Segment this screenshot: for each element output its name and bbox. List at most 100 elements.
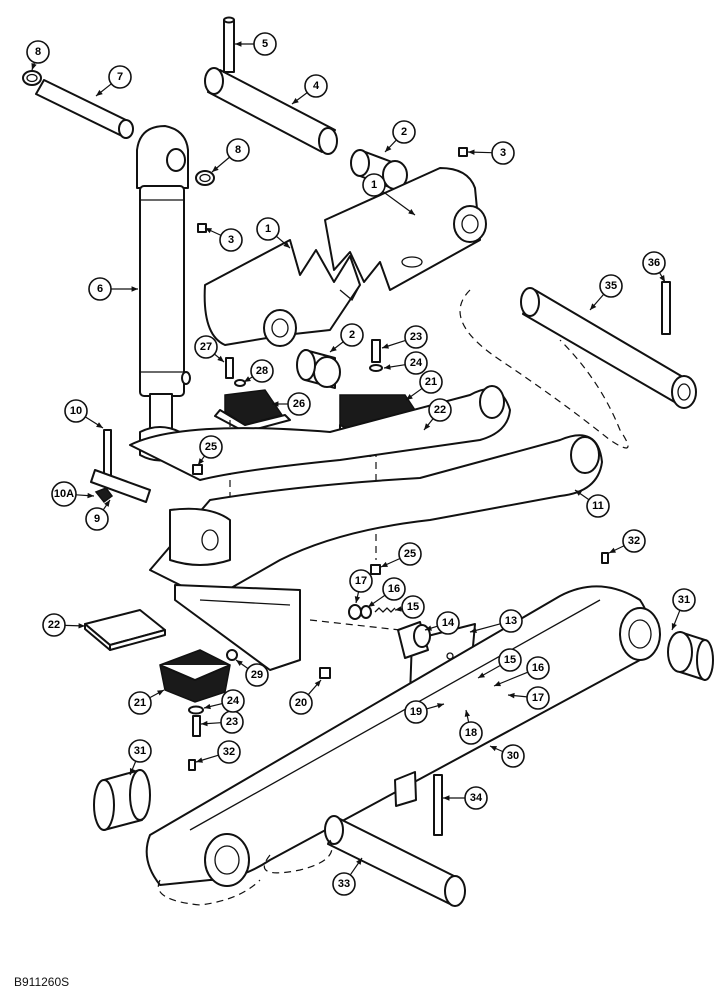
- leader-arrowhead: [354, 596, 361, 603]
- callout-15: 15: [477, 648, 522, 679]
- callout-number: 16: [388, 583, 400, 595]
- callout-circle: [250, 359, 274, 383]
- callout-layer: 11223345678891010A1113141515161617171819…: [26, 32, 696, 896]
- roll-pin-34: [433, 774, 443, 836]
- fitting-29: [226, 649, 238, 661]
- callout-4: 4: [291, 74, 328, 105]
- callout-circle: [419, 370, 443, 394]
- callout-number: 10: [70, 405, 82, 417]
- callout-number: 27: [200, 341, 212, 353]
- callout-circle: [464, 786, 488, 810]
- callout-number: 10A: [54, 488, 74, 500]
- leader-arrowhead: [470, 627, 477, 633]
- callout-21: 21: [128, 689, 165, 715]
- callout-9: 9: [85, 499, 111, 531]
- callout-circle: [108, 65, 132, 89]
- bushing-31-left: [93, 769, 151, 831]
- callout-17: 17: [507, 686, 550, 710]
- leader-arrowhead: [464, 710, 471, 717]
- callout-30: 30: [489, 744, 525, 768]
- leader-arrowhead: [425, 625, 432, 631]
- pin-7: [35, 79, 134, 139]
- roll-pin-36: [661, 281, 671, 335]
- callout-21: 21: [405, 370, 443, 401]
- callout-circle: [491, 141, 515, 165]
- callout-circle: [88, 277, 112, 301]
- callout-number: 24: [227, 695, 240, 707]
- leader-arrowhead: [212, 165, 219, 172]
- callout-19: 19: [404, 700, 445, 724]
- callout-6: 6: [88, 277, 138, 301]
- callout-1: 1: [256, 217, 291, 249]
- callout-circle: [199, 435, 223, 459]
- callout-number: 8: [235, 144, 241, 156]
- leader-arrowhead: [356, 858, 362, 865]
- callout-number: 21: [425, 376, 437, 388]
- washer-24-upper: [369, 364, 383, 372]
- leader-arrowhead: [590, 303, 597, 310]
- callout-1: 1: [362, 173, 416, 216]
- callout-number: 1: [371, 179, 377, 191]
- callout-number: 26: [293, 398, 305, 410]
- callout-circle: [287, 392, 311, 416]
- roll-pin-5: [223, 16, 235, 73]
- callout-number: 2: [401, 126, 407, 138]
- callout-circle: [382, 577, 406, 601]
- callout-circle: [226, 138, 250, 162]
- leader-arrowhead: [468, 149, 475, 155]
- callout-13: 13: [469, 609, 523, 633]
- centerline-14: [309, 619, 401, 631]
- bolt-23-upper: [371, 339, 381, 363]
- callout-number: 15: [504, 654, 516, 666]
- leader-arrowhead: [198, 458, 204, 465]
- callout-circle: [398, 542, 422, 566]
- callout-number: 20: [295, 697, 307, 709]
- bushing-31-right: [667, 631, 714, 681]
- leader-arrowhead: [381, 561, 388, 567]
- leader-arrowhead: [368, 601, 375, 607]
- figure-code: B911260S: [14, 975, 69, 989]
- callout-8: 8: [211, 138, 250, 173]
- callout-number: 3: [500, 147, 506, 159]
- leader-arrowhead: [157, 690, 164, 696]
- leader-arrowhead: [330, 345, 337, 352]
- callout-circle: [85, 507, 109, 531]
- callout-circle: [642, 251, 666, 275]
- callout-number: 33: [338, 878, 350, 890]
- callout-number: 3: [228, 234, 234, 246]
- callout-11: 11: [574, 489, 610, 518]
- callout-number: 24: [410, 357, 423, 369]
- grease-fitting-3-right: [458, 147, 468, 157]
- washer-24-lower: [188, 705, 204, 715]
- callout-circle: [499, 609, 523, 633]
- lower-frame-30: [145, 585, 661, 887]
- leader-arrowhead: [609, 547, 616, 553]
- callout-23: 23: [381, 325, 428, 349]
- nut-25-lower: [370, 564, 381, 575]
- callout-circle: [349, 569, 373, 593]
- leader-arrowhead: [31, 63, 37, 70]
- pin-4: [204, 67, 338, 155]
- shim-22-lower: [84, 609, 166, 651]
- callout-25: 25: [197, 435, 223, 466]
- callout-2: 2: [384, 120, 416, 153]
- leader-arrowhead: [490, 746, 497, 752]
- callout-31: 31: [671, 588, 696, 631]
- callout-circle: [498, 648, 522, 672]
- leader-arrowhead: [96, 89, 103, 96]
- leader-arrowhead: [104, 500, 110, 507]
- callout-number: 25: [205, 441, 217, 453]
- callout-circle: [401, 595, 425, 619]
- callout-number: 23: [410, 331, 422, 343]
- callout-33: 33: [332, 857, 363, 896]
- callout-25: 25: [380, 542, 422, 568]
- leader-arrowhead: [87, 492, 94, 499]
- callout-5: 5: [235, 32, 277, 56]
- retaining-ring-8-top: [22, 70, 42, 86]
- leader-arrowhead: [384, 364, 391, 370]
- callout-3: 3: [467, 141, 515, 165]
- callout-circle: [304, 74, 328, 98]
- callout-number: 8: [35, 46, 41, 58]
- callout-2: 2: [329, 323, 364, 353]
